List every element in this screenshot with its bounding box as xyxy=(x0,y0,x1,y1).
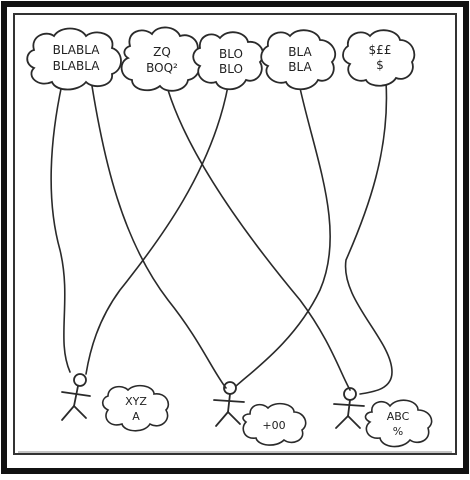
cloud-1-line-1: BLABLA xyxy=(53,43,101,57)
person-1-thought-cloud: XYZ A xyxy=(101,384,170,432)
person-3-thought-line-2: % xyxy=(393,425,403,438)
person-thoughts: XYZ A +00 ABC % xyxy=(101,384,433,448)
cloud-4-line-2: BLA xyxy=(288,60,312,74)
cloud-2: ZQ BOQ² xyxy=(120,26,202,92)
cloud-4-line-1: BLA xyxy=(288,45,312,59)
line-cloud-5-to-person-3 xyxy=(344,81,393,395)
person-2-thought-cloud: +00 xyxy=(242,402,307,446)
inner-border xyxy=(13,13,457,455)
line-cloud-3-to-person-1 xyxy=(85,85,229,375)
line-cloud-4-to-person-2 xyxy=(235,87,331,387)
cloud-5: $££ $ xyxy=(342,29,416,87)
person-1-thought-line-2: A xyxy=(132,410,140,423)
top-clouds: BLABLA BLABLA ZQ BOQ² BLO BLO BLA BLA $£… xyxy=(26,26,416,92)
cloud-3: BLO BLO xyxy=(192,31,265,91)
cloud-3-line-2: BLO xyxy=(219,62,243,76)
person-2-thought-line-1: +00 xyxy=(262,419,285,432)
person-3-thought-cloud: ABC % xyxy=(364,399,433,448)
cloud-1-line-2: BLABLA xyxy=(53,59,101,73)
cloud-1: BLABLA BLABLA xyxy=(26,27,122,91)
cloud-2-line-2: BOQ² xyxy=(146,61,178,75)
cloud-4: BLA BLA xyxy=(260,29,337,91)
person-2-figure xyxy=(213,381,245,427)
cloud-2-line-1: ZQ xyxy=(153,45,171,59)
person-1-figure xyxy=(61,373,91,421)
person-1-thought-line-1: XYZ xyxy=(125,395,147,408)
line-cloud-1-to-person-2 xyxy=(91,85,227,389)
cloud-3-line-1: BLO xyxy=(219,47,243,61)
person-3-thought-line-1: ABC xyxy=(387,410,410,423)
connection-lines xyxy=(50,81,393,395)
person-3-figure xyxy=(333,387,365,429)
cloud-5-line-2: $ xyxy=(376,58,384,72)
people xyxy=(61,373,365,429)
cloud-5-line-1: $££ xyxy=(369,43,392,57)
line-cloud-1-to-person-1 xyxy=(50,83,71,373)
line-cloud-2-to-person-3 xyxy=(167,89,351,391)
